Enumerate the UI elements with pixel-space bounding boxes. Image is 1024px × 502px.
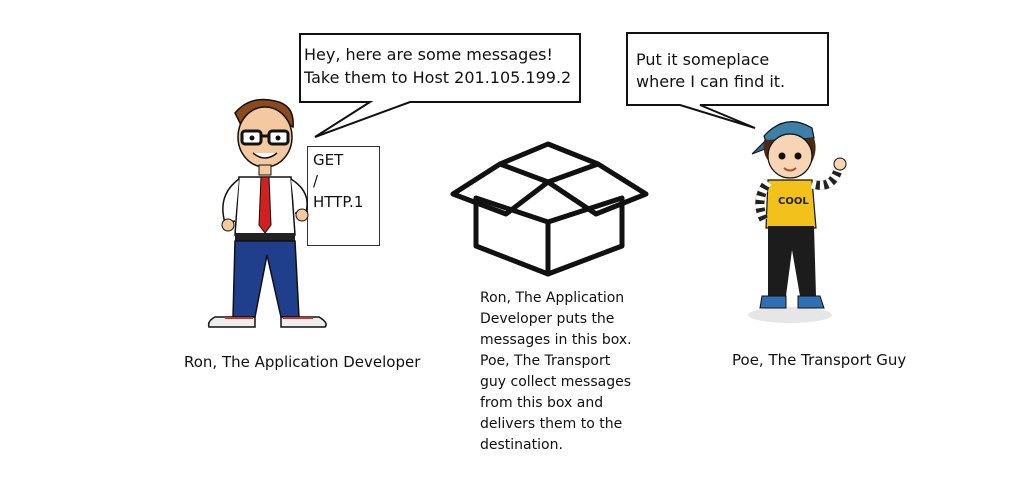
note-line-1: GET [313,151,344,169]
box-description-line-1: Ron, The Application [480,290,625,306]
transport-guy-caption: Poe, The Transport Guy [732,351,907,369]
developer-figure [207,98,327,328]
box-description-line-5: guy collect messages [480,374,631,390]
box-description-line-7: delivers them to the [480,416,623,432]
open-box-icon [450,141,649,277]
note-line-3: HTTP.1 [313,193,364,211]
svg-text:COOL: COOL [778,196,809,207]
right-bubble-line-1: Put it someplace [636,50,770,69]
box-description-line-6: from this box and [480,395,604,411]
note-line-2: / [313,172,319,190]
box-description-line-2: Developer puts the [480,311,615,327]
developer-caption: Ron, The Application Developer [184,353,421,371]
box-description-line-4: Poe, The Transport [480,353,611,369]
left-bubble-line-2: Take them to Host 201.105.199.2 [304,68,572,87]
transport-guy-figure: COOL [748,121,847,323]
message-note [307,146,380,246]
box-description-line-8: destination. [480,437,563,453]
box-description-line-3: messages in this box. [480,332,632,348]
right-bubble-line-2: where I can find it. [636,72,786,91]
left-bubble-line-1: Hey, here are some messages! [304,45,553,64]
